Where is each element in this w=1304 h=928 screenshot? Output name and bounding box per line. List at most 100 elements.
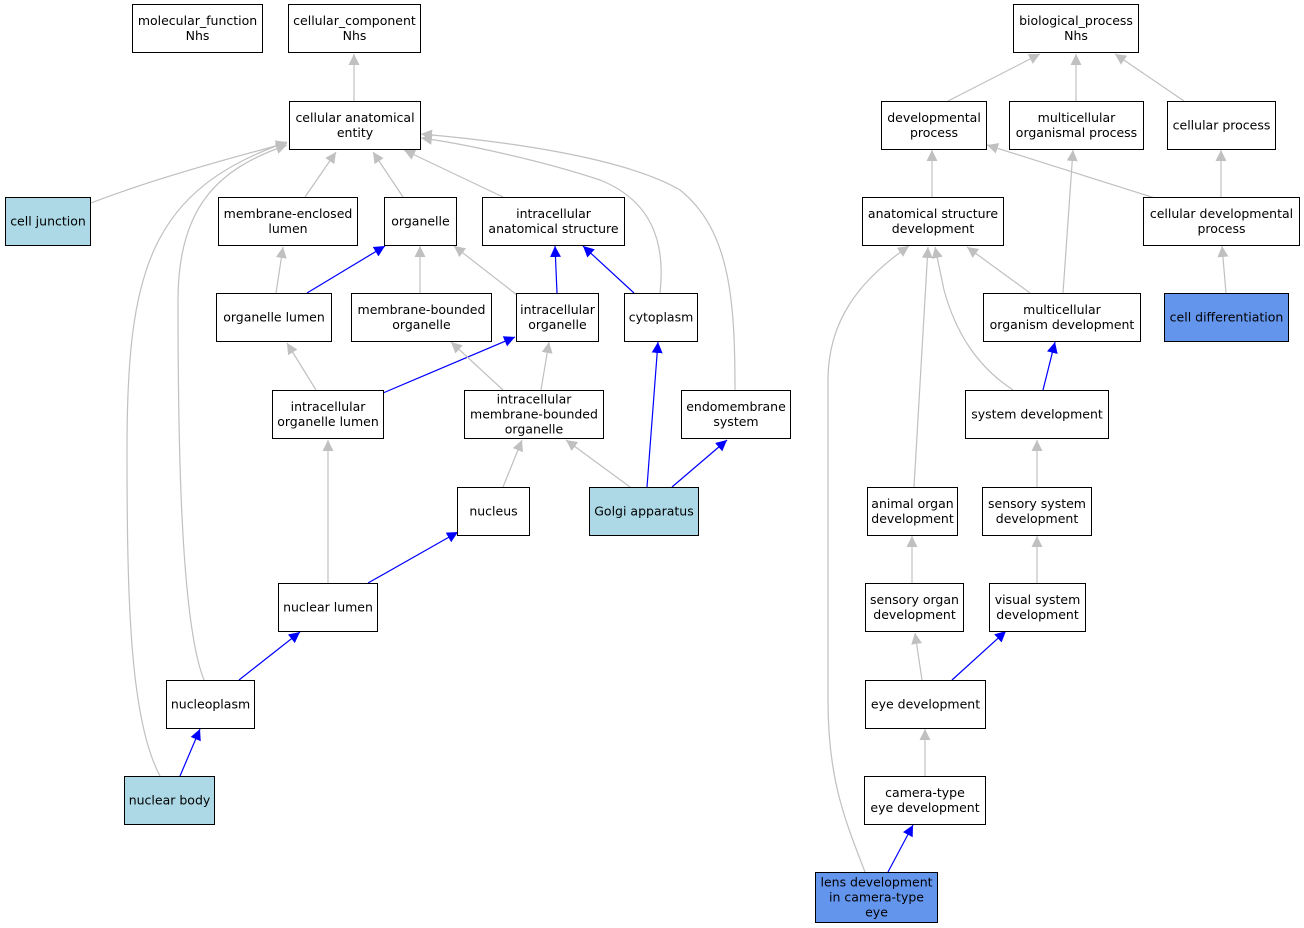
edge-golgi-apparatus-to-intracellular-membrane-bounded-organelle [565, 439, 631, 488]
node-cytoplasm[interactable]: cytoplasm [624, 293, 698, 342]
node-label-line: cell junction [10, 214, 86, 229]
is_a-arrow [126, 140, 288, 777]
node-box [881, 101, 987, 150]
node-cell-junction[interactable]: cell junction [5, 197, 91, 246]
part_of-arrow [306, 245, 386, 294]
edge-cellular-process-to-biological-process [1114, 53, 1185, 102]
is_a-arrow [420, 133, 662, 294]
node-label-line: cell differentiation [1170, 310, 1284, 325]
node-nuclear-body[interactable]: nuclear body [124, 776, 215, 825]
node-box [384, 197, 457, 246]
node-box [482, 197, 625, 246]
node-label-line: system development [971, 407, 1103, 422]
node-label-line: process [910, 125, 958, 140]
node-label-line: cellular process [1173, 118, 1271, 133]
node-label-line: nucleus [469, 504, 517, 519]
is_a-arrow [304, 151, 337, 198]
node-box [464, 390, 604, 439]
edge-animal-organ-development-to-anatomical-structure-development [913, 246, 933, 488]
node-label-line: intracellular [497, 392, 573, 407]
edge-intracellular-organelle-to-intracellular-anatomical-structure [549, 245, 561, 294]
node-label-line: organelle [528, 317, 587, 332]
node-cellular-process[interactable]: cellular process [1167, 101, 1276, 150]
part_of-arrow [1042, 341, 1058, 391]
edge-developmental-process-to-biological-process [947, 53, 1041, 102]
part_of-arrow [179, 728, 201, 777]
node-box [516, 293, 599, 342]
node-box [124, 776, 215, 825]
node-label-line: development [892, 221, 975, 236]
edges-layer [90, 53, 1229, 873]
node-label-line: Nhs [1064, 28, 1088, 43]
node-eye-development[interactable]: eye development [865, 680, 986, 729]
node-label-line: organelle [392, 317, 451, 332]
node-nuclear-lumen[interactable]: nuclear lumen [278, 583, 378, 632]
node-organelle-lumen[interactable]: organelle lumen [216, 293, 332, 342]
node-label-line: Nhs [186, 28, 210, 43]
node-system-development[interactable]: system development [965, 390, 1109, 439]
node-label-line: organelle lumen [223, 310, 325, 325]
node-box [1164, 293, 1289, 342]
node-label-line: eye [865, 905, 888, 920]
node-nucleus[interactable]: nucleus [457, 487, 530, 536]
node-label-line: cellular anatomical [295, 110, 414, 125]
node-label-line: nuclear lumen [283, 600, 373, 615]
node-label-line: endomembrane [686, 399, 786, 414]
node-label-line: molecular_function [138, 13, 257, 28]
node-label-line: camera-type [885, 785, 965, 800]
node-box [1143, 197, 1300, 246]
edge-lens-development-in-camera-type-eye-to-anatomical-structure-development [827, 245, 910, 873]
edge-organelle-to-cellular-anatomical-entity [372, 151, 404, 198]
part_of-arrow [671, 439, 728, 488]
node-label-line: process [1197, 221, 1245, 236]
part_of-arrow [367, 531, 459, 584]
node-label-line: membrane-enclosed [224, 206, 353, 221]
edge-intracellular-organelle-to-organelle [453, 245, 518, 296]
edge-cellular-developmental-process-to-developmental-process [986, 143, 1159, 200]
is_a-arrow [1062, 149, 1078, 294]
is_a-arrow [986, 143, 1159, 200]
node-box [681, 390, 791, 439]
part_of-arrow [646, 341, 663, 488]
node-label-line: visual system [995, 592, 1081, 607]
edge-nucleoplasm-to-cellular-anatomical-entity [177, 143, 288, 681]
node-label-line: Nhs [343, 28, 367, 43]
node-nucleoplasm[interactable]: nucleoplasm [166, 680, 255, 729]
edge-intracellular-membrane-bounded-organelle-to-intracellular-organelle [540, 341, 553, 391]
node-label-line: intracellular [291, 399, 367, 414]
node-golgi-apparatus[interactable]: Golgi apparatus [589, 487, 699, 536]
node-organelle[interactable]: organelle [384, 197, 457, 246]
node-box [864, 776, 986, 825]
node-label-line: cellular_component [293, 13, 416, 28]
node-label-line: in camera-type [829, 890, 924, 905]
edge-cytoplasm-to-intracellular-anatomical-structure [582, 245, 635, 294]
node-label-line: organelle lumen [277, 414, 379, 429]
node-cell-differentiation[interactable]: cell differentiation [1164, 293, 1289, 342]
is_a-arrow [947, 53, 1041, 102]
node-label-line: development [996, 607, 1079, 622]
is_a-arrow [177, 143, 288, 681]
edge-intracellular-anatomical-structure-to-cellular-anatomical-entity [403, 149, 504, 198]
